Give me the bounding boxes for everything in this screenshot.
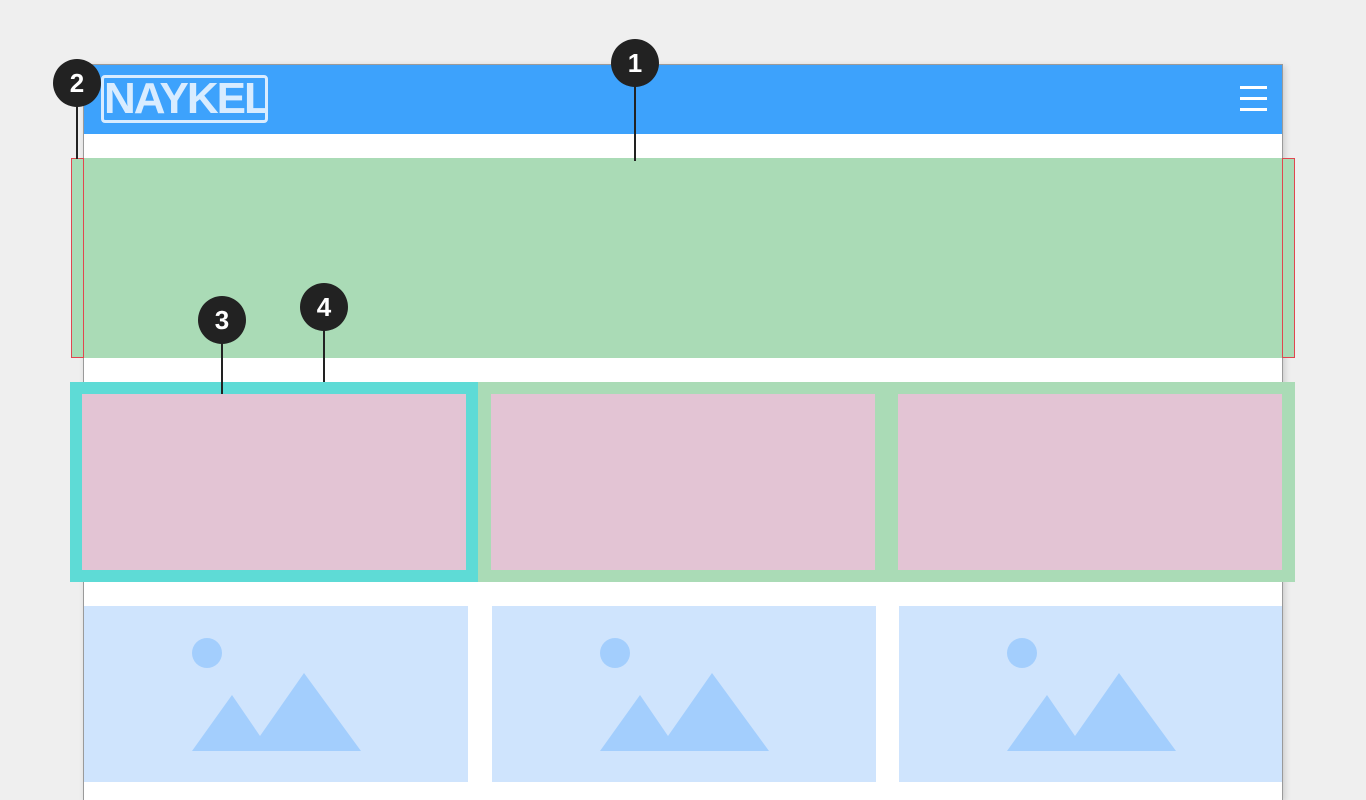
content-box-1 xyxy=(82,394,466,570)
right-gutter-marker xyxy=(1282,158,1295,358)
image-placeholder-icon xyxy=(192,638,361,751)
image-placeholder-icon xyxy=(600,638,769,751)
hamburger-menu-icon[interactable] xyxy=(1240,86,1267,112)
image-placeholder-1 xyxy=(84,606,468,782)
callout-1-line xyxy=(634,86,636,161)
image-placeholder-2 xyxy=(492,606,876,782)
callout-4-line xyxy=(323,330,325,382)
callout-2: 2 xyxy=(53,59,101,107)
callout-1: 1 xyxy=(611,39,659,87)
hero-banner xyxy=(84,158,1282,358)
content-box-2 xyxy=(491,394,875,570)
left-gutter-marker xyxy=(71,158,84,358)
image-placeholder-3 xyxy=(899,606,1282,782)
site-header xyxy=(84,65,1282,134)
logo[interactable]: NAYKEL xyxy=(101,75,268,123)
content-box-3 xyxy=(898,394,1282,570)
callout-4: 4 xyxy=(300,283,348,331)
callout-3-line xyxy=(221,342,223,394)
callout-3: 3 xyxy=(198,296,246,344)
callout-2-line xyxy=(76,106,78,159)
image-placeholder-icon xyxy=(1007,638,1176,751)
